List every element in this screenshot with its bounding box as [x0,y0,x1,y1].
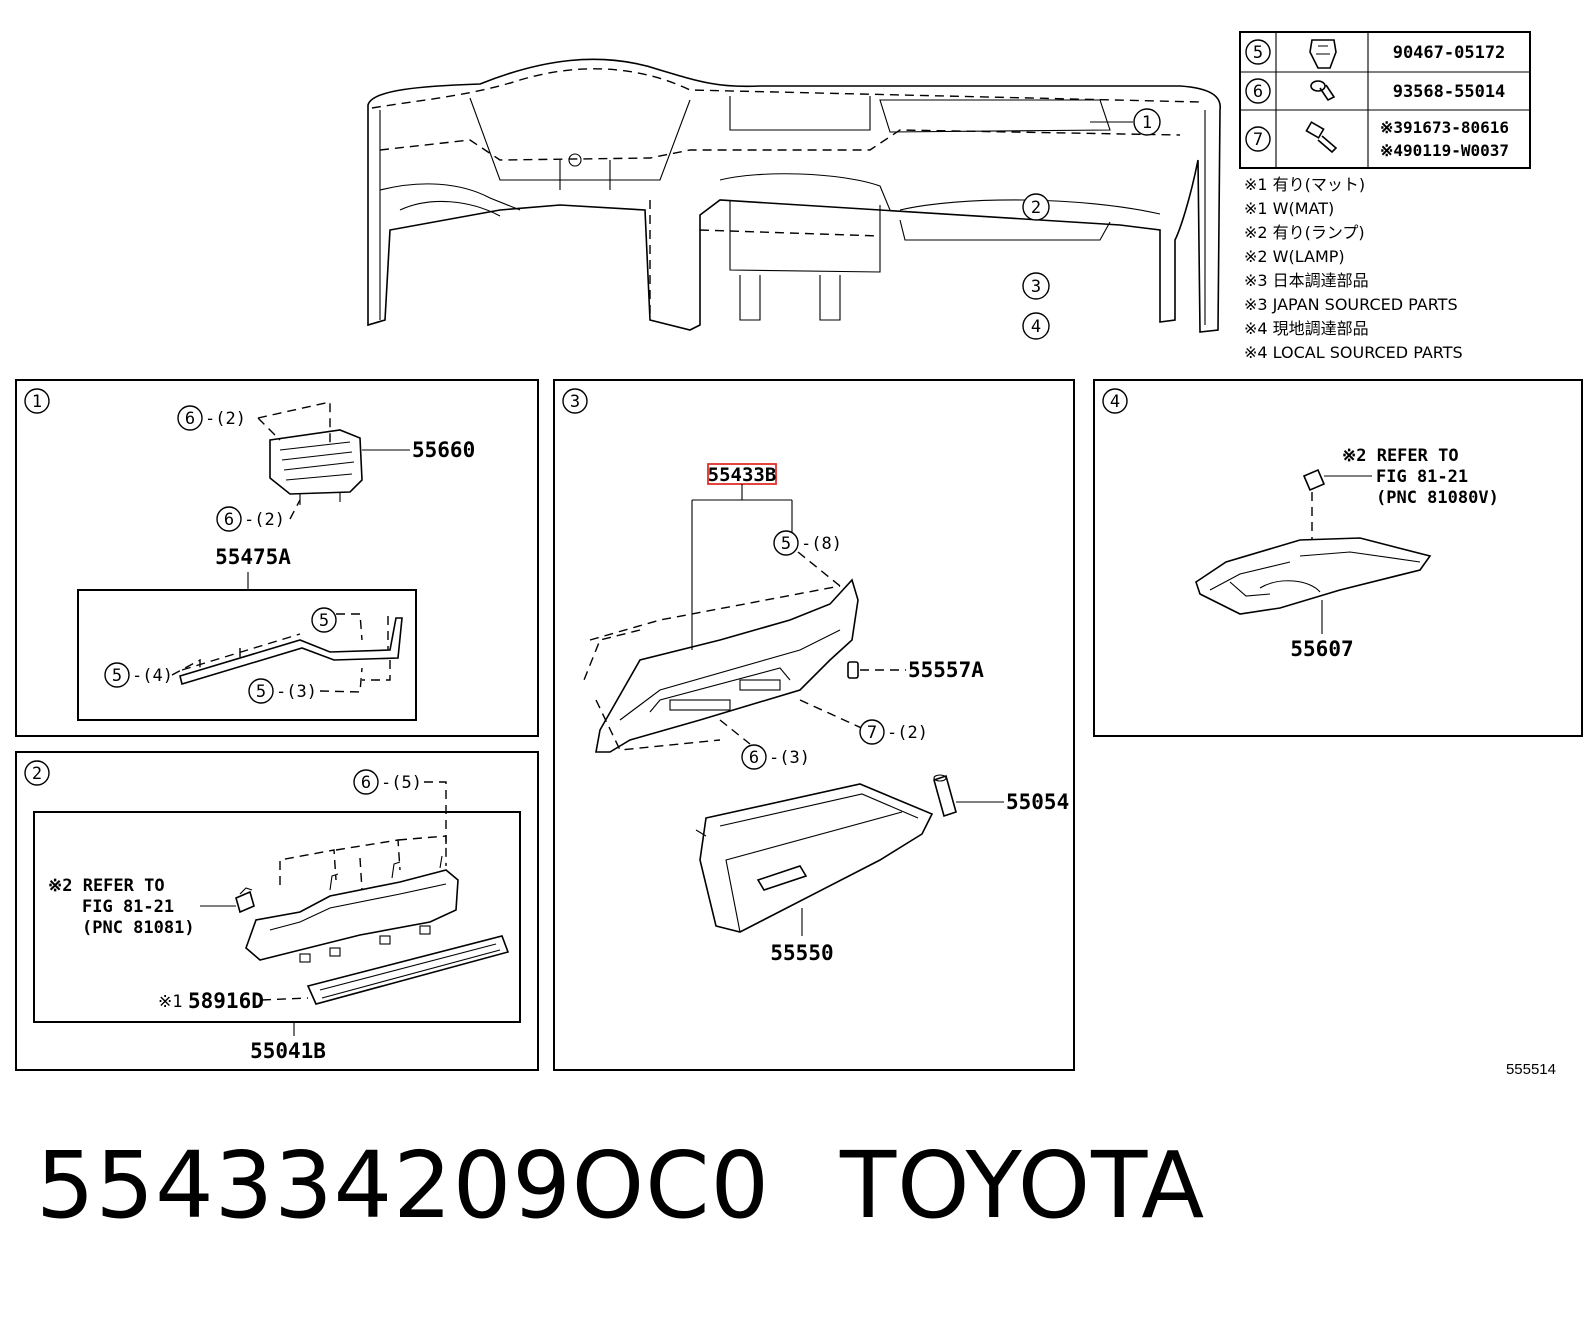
side-vent-register [269,429,410,505]
bolt-icon [1305,121,1338,154]
lamp-connector [1302,468,1372,492]
lower-cover-panel [1195,537,1432,615]
svg-text:55433B: 55433B [708,464,777,486]
part-label-55660: 55660 [412,438,475,462]
glove-box [695,783,934,933]
panel-1: 1 6 -(2) 55660 6 -(2) 55475A [15,379,539,737]
svg-text:7: 7 [867,723,877,743]
note-7: ※4 現地調達部品 [1244,319,1369,338]
bolt-callout: 7 -(2) [799,699,928,745]
svg-text:2: 2 [32,764,42,784]
svg-text:3: 3 [1031,277,1041,297]
part-label-55550: 55550 [770,941,833,965]
note-1: ※1 有り(マット) [1244,175,1365,194]
notes-list: ※1 有り(マット) ※1 W(MAT) ※2 有り(ランプ) ※2 W(LAM… [1244,175,1463,362]
part-number: 554334209OC0 [36,1132,770,1239]
clip-callout-b: 5 -(4) [104,648,241,688]
trim-strip [179,617,403,686]
refer-line-2: FIG 81-21 [82,897,174,917]
mat-note: ※1 [158,992,182,1012]
svg-text:-(4): -(4) [132,666,173,686]
refer-line-2: FIG 81-21 [1376,467,1468,487]
svg-text:-(8): -(8) [801,534,842,554]
svg-text:5: 5 [781,534,791,554]
note-4: ※2 W(LAMP) [1244,247,1345,266]
part-label-58916D: 58916D [188,989,264,1013]
damper-part [847,661,906,679]
svg-text:1: 1 [32,392,42,412]
part-label-55557A: 55557A [908,658,984,682]
panel-4: 4 ※2 REFER TO FIG 81-21 (PNC 81080V) 556… [1093,379,1583,737]
svg-text:7: 7 [1253,130,1263,150]
legend-row-5: 5 90467-05172 [1245,39,1506,69]
refer-line-3: (PNC 81080V) [1376,488,1499,508]
svg-text:5: 5 [256,682,266,702]
svg-text:2: 2 [1031,198,1041,218]
legend-row-7: 7 ※391673-80616 ※490119-W0037 [1245,118,1509,160]
svg-text:※391673-80616: ※391673-80616 [1380,118,1509,137]
svg-text:3: 3 [570,392,580,412]
part-label-55054: 55054 [1006,790,1069,814]
screw-callout: 6 -(3) [719,719,810,770]
refer-line-1: ※2 REFER TO [1342,446,1459,466]
note-5: ※3 日本調達部品 [1244,271,1369,290]
note-2: ※1 W(MAT) [1244,199,1334,218]
note-6: ※3 JAPAN SOURCED PARTS [1244,295,1458,314]
svg-text:5: 5 [112,666,122,686]
legend-row-6: 6 93568-55014 [1245,78,1506,104]
svg-text:93568-55014: 93568-55014 [1393,82,1506,102]
figure-id: 555514 [1506,1061,1556,1078]
svg-text:4: 4 [1110,392,1120,412]
svg-text:6: 6 [1253,82,1263,102]
svg-text:5: 5 [1253,43,1263,63]
svg-text:6: 6 [361,773,371,793]
refer-line-3: (PNC 81081) [82,918,195,938]
overview-callout-1: 1 [1090,108,1161,136]
lower-panel [245,855,459,963]
stopper-part [933,774,1004,818]
svg-text:6: 6 [185,409,195,429]
fastener-callout-bottom: 6 -(2) [216,499,301,532]
svg-text:90467-05172: 90467-05172 [1393,43,1506,63]
highlighted-part-label: 55433B [707,463,777,486]
svg-text:-(3): -(3) [276,682,317,702]
overview-callout-4: 4 [1022,312,1050,340]
svg-text:5: 5 [319,611,329,631]
refer-line-1: ※2 REFER TO [48,876,165,896]
panel-3: 3 55433B 5 -(8) 55557A [553,379,1075,1071]
screw-icon [1310,80,1336,102]
svg-text:-(2): -(2) [205,409,246,429]
floor-mat [306,935,510,1005]
glove-box-door-frame [589,578,859,753]
svg-text:4: 4 [1031,317,1041,337]
legend-table: 5 90467-05172 6 93568-55014 7 ※391673-80 [1239,31,1531,169]
clip-icon [1309,39,1337,69]
dashboard-overview [367,58,1221,333]
svg-text:-(5): -(5) [381,773,422,793]
note-3: ※2 有り(ランプ) [1244,223,1365,242]
svg-text:※490119-W0037: ※490119-W0037 [1380,141,1509,160]
clip-callout-a: 5 [311,607,389,650]
svg-text:1: 1 [1142,113,1152,133]
lamp-connector [235,887,255,914]
svg-text:6: 6 [224,510,234,530]
panel-2: 2 6 -(5) ※2 REFER TO FIG 81-21 (PNC 8108… [15,751,539,1071]
clip-callout-c: 5 -(3) [248,660,391,704]
overview-callout-2: 2 [1022,193,1050,221]
svg-text:-(2): -(2) [887,723,928,743]
svg-text:-(2): -(2) [244,510,285,530]
fastener-callout: 6 -(5) [353,769,447,850]
fastener-callout-top: 6 -(2) [177,401,331,448]
part-label-55475A: 55475A [215,545,291,569]
part-label-55041B: 55041B [250,1039,326,1063]
overview-callout-3: 3 [1022,272,1050,300]
brand-name: TOYOTA [839,1132,1206,1239]
svg-text:-(3): -(3) [769,748,810,768]
clip-callout-top: 5 -(8) [583,530,842,681]
svg-text:6: 6 [749,748,759,768]
note-8: ※4 LOCAL SOURCED PARTS [1244,343,1463,362]
part-label-55607: 55607 [1290,637,1353,661]
